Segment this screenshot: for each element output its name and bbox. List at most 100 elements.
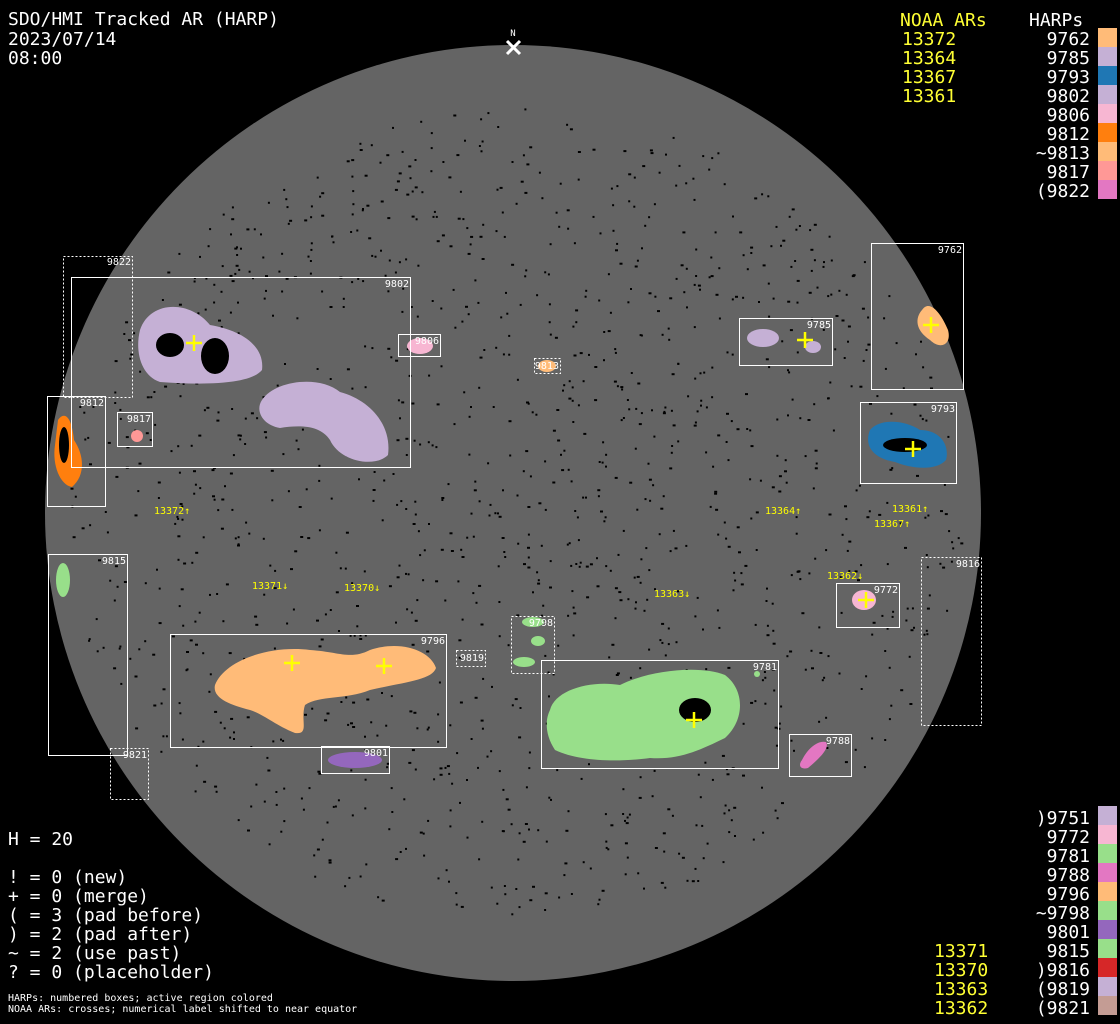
speckle (573, 354, 577, 357)
region-9798-b (531, 636, 545, 646)
speckle (841, 319, 845, 322)
speckle (231, 508, 234, 511)
speckle (519, 303, 522, 306)
speckle (503, 551, 506, 553)
speckle (796, 351, 799, 354)
speckle (364, 345, 367, 348)
speckle (263, 593, 266, 596)
speckle (604, 516, 607, 519)
speckle (766, 624, 769, 627)
speckle (113, 599, 116, 602)
speckle (639, 581, 642, 584)
speckle (732, 215, 734, 218)
speckle (654, 847, 658, 849)
speckle (294, 550, 298, 553)
speckle (268, 843, 271, 846)
speckle (712, 465, 715, 468)
speckle (822, 328, 825, 331)
speckle (904, 546, 907, 549)
speckle (772, 297, 775, 300)
speckle (515, 202, 518, 205)
speckle (88, 638, 91, 641)
speckle (222, 620, 225, 623)
speckle (557, 439, 561, 442)
speckle (555, 211, 558, 214)
speckle (504, 556, 507, 558)
speckle (517, 542, 520, 545)
speckle (406, 193, 410, 196)
speckle (295, 439, 298, 442)
speckle (263, 431, 267, 434)
harp-box-9822[interactable] (63, 256, 133, 398)
speckle (653, 435, 656, 438)
harp-box-9813[interactable] (534, 358, 561, 374)
harp-box-9793[interactable] (860, 402, 957, 484)
speckle (704, 761, 707, 764)
speckle (213, 283, 216, 286)
speckle (372, 489, 376, 491)
speckle (126, 446, 130, 449)
north-x-icon (505, 39, 522, 56)
speckle (430, 170, 433, 173)
speckle (463, 391, 466, 394)
speckle (466, 536, 469, 539)
harp-box-9781[interactable] (541, 660, 779, 769)
speckle (504, 893, 507, 896)
speckle (102, 646, 105, 649)
speckle (876, 395, 879, 398)
speckle (230, 717, 234, 720)
speckle (123, 581, 127, 583)
speckle (134, 675, 138, 678)
speckle (310, 205, 313, 208)
harp-box-9762[interactable] (871, 243, 964, 390)
speckle (178, 605, 181, 608)
speckle (838, 672, 841, 675)
speckle (253, 228, 256, 231)
speckle (193, 492, 196, 495)
speckle (435, 215, 438, 218)
speckle (304, 713, 307, 716)
speckle (309, 272, 312, 275)
speckle (926, 633, 929, 636)
speckle (511, 913, 514, 916)
speckle (703, 371, 706, 374)
speckle (511, 263, 515, 266)
harp-box-9817[interactable] (117, 412, 153, 447)
speckle (282, 453, 285, 456)
harp-color-swatch (1098, 958, 1117, 977)
speckle (715, 508, 719, 511)
harp-legend-item: 9801 (1046, 922, 1090, 943)
speckle (637, 872, 640, 875)
speckle (711, 157, 714, 160)
speckle (345, 531, 349, 534)
speckle (791, 208, 795, 211)
harp-box-9788[interactable] (789, 734, 852, 777)
harp-box-9812[interactable] (47, 396, 106, 507)
speckle (827, 655, 830, 658)
speckle (790, 574, 793, 577)
speckle (575, 309, 579, 312)
harp-box-9796[interactable] (170, 634, 447, 748)
speckle (437, 713, 440, 716)
harp-box-9802[interactable] (71, 277, 411, 468)
speckle (130, 353, 134, 356)
harp-box-9801[interactable] (321, 746, 390, 774)
harp-box-9806[interactable] (398, 334, 441, 357)
speckle (891, 467, 894, 470)
region-9802-core (156, 333, 184, 357)
speckle (597, 495, 600, 498)
speckle (399, 851, 402, 853)
speckle (582, 496, 585, 499)
speckle (816, 286, 819, 289)
noaa-legend-item: 13361 (902, 86, 957, 107)
harp-box-9772[interactable] (836, 583, 900, 628)
harp-box-9815[interactable] (48, 554, 128, 756)
harp-box-9785[interactable] (739, 318, 833, 366)
speckle (810, 248, 814, 251)
harp-box-9798[interactable] (511, 616, 555, 674)
speckle (516, 378, 519, 381)
harp-box-9816[interactable] (921, 557, 982, 726)
speckle (605, 465, 607, 468)
harp-box-9819[interactable] (456, 650, 486, 667)
harp-box-9821[interactable] (110, 748, 149, 800)
